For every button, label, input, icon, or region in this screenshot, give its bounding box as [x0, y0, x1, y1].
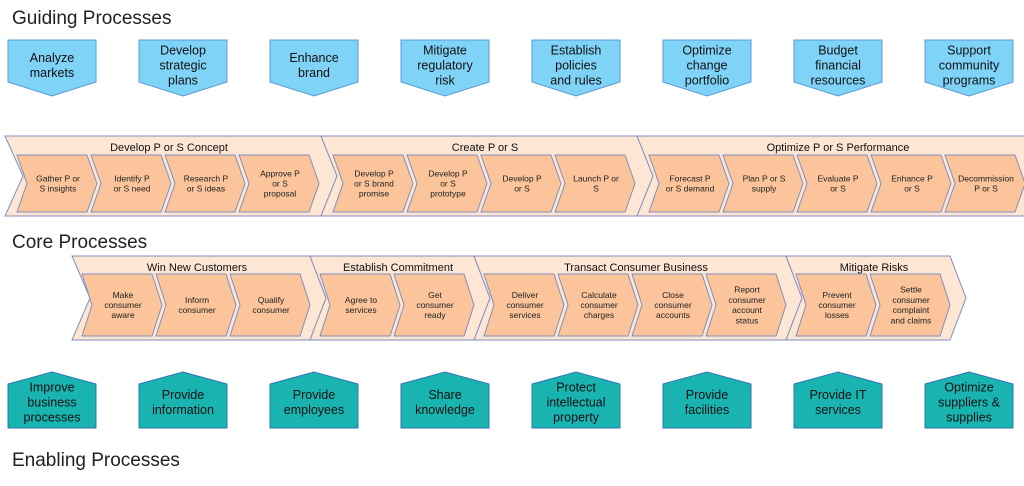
process-group-title: Create P or S	[452, 142, 518, 154]
process-step-develop-p-or-s	[480, 154, 562, 213]
guiding-process-enhance-brand	[269, 39, 359, 97]
enabling-processes-title: Enabling Processes	[12, 450, 180, 471]
guiding-process-analyze-markets	[7, 39, 97, 97]
process-step-develop-p-or-s-brand-promise	[332, 154, 414, 213]
process-step-calculate-consumer-charges	[557, 273, 639, 337]
enabling-process-protect-intellectual-property	[531, 371, 621, 429]
process-step-report-consumer-account-status	[705, 273, 787, 337]
enabling-process-optimize-suppliers-supplies	[924, 371, 1014, 429]
process-group-title: Win New Customers	[147, 262, 248, 274]
process-step-prevent-consumer-losses	[795, 273, 877, 337]
enabling-process-provide-facilities	[662, 371, 752, 429]
guiding-process-mitigate-regulatory-risk	[400, 39, 490, 97]
process-step-settle-consumer-complaint-and-claims	[869, 273, 951, 337]
process-group-title: Optimize P or S Performance	[767, 142, 910, 154]
enabling-process-improve-business-processes	[7, 371, 97, 429]
process-step-enhance-p-or-s	[870, 154, 952, 213]
guiding-process-develop-strategic-plans	[138, 39, 228, 97]
process-step-forecast-p-or-s-demand	[648, 154, 730, 213]
process-group-title: Mitigate Risks	[840, 262, 909, 274]
process-step-identify-p-or-s-need	[90, 154, 172, 213]
enabling-process-provide-it-services	[793, 371, 883, 429]
guiding-process-support-community-programs	[924, 39, 1014, 97]
guiding-process-optimize-change-portfolio	[662, 39, 752, 97]
process-group-title: Develop P or S Concept	[110, 142, 228, 154]
process-step-plan-p-or-s-supply	[722, 154, 804, 213]
enabling-process-provide-employees	[269, 371, 359, 429]
guiding-process-establish-policies-and-rules	[531, 39, 621, 97]
process-step-close-consumer-accounts	[631, 273, 713, 337]
process-step-inform-consumer	[155, 273, 237, 337]
process-step-make-consumer-aware	[81, 273, 163, 337]
process-step-agree-to-services	[319, 273, 401, 337]
process-group-title: Transact Consumer Business	[564, 262, 708, 274]
process-step-develop-p-or-s-prototype	[406, 154, 488, 213]
process-step-launch-p-or-s	[554, 154, 636, 213]
process-step-evaluate-p-or-s	[796, 154, 878, 213]
process-step-approve-p-or-s-proposal	[238, 154, 320, 213]
core-processes-title: Core Processes	[12, 232, 148, 253]
process-group-title: Establish Commitment	[343, 262, 453, 274]
process-step-decommission-p-or-s	[944, 154, 1024, 213]
enabling-process-provide-information	[138, 371, 228, 429]
process-step-research-p-or-s-ideas	[164, 154, 246, 213]
process-step-qualify-consumer	[229, 273, 311, 337]
enabling-process-share-knowledge	[400, 371, 490, 429]
process-step-get-consumer-ready	[393, 273, 475, 337]
guiding-processes-title: Guiding Processes	[12, 8, 172, 29]
guiding-process-budget-financial-resources	[793, 39, 883, 97]
process-step-deliver-consumer-services	[483, 273, 565, 337]
process-step-gather-p-or-s-insights	[16, 154, 98, 213]
